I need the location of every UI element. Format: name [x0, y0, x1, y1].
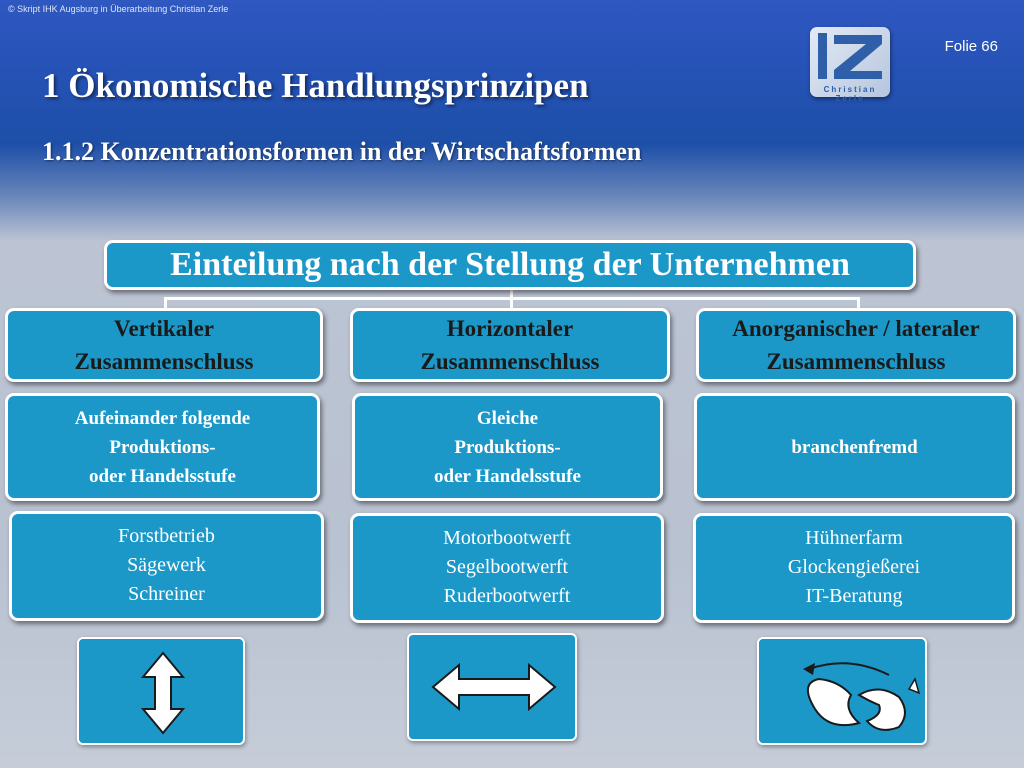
examples-box-lateral: Hühnerfarm Glockengießerei IT-Beratung — [693, 513, 1015, 623]
example-item: Hühnerfarm — [805, 527, 903, 549]
description-line: oder Handelsstufe — [434, 465, 581, 487]
description-box-horizontal: Gleiche Produktions- oder Handelsstufe — [352, 393, 663, 501]
diagram-root-label: Einteilung nach der Stellung der Unterne… — [170, 246, 850, 283]
connector-right — [857, 297, 860, 309]
category-label: Zusammenschluss — [766, 349, 946, 374]
category-label: Vertikaler — [113, 316, 215, 341]
category-box-horizontal: Horizontaler Zusammenschluss — [350, 308, 670, 382]
description-line: oder Handelsstufe — [89, 465, 236, 487]
category-box-lateral: Anorganischer / lateraler Zusammenschlus… — [696, 308, 1016, 382]
example-item: Forstbetrieb — [118, 525, 215, 547]
category-label: Zusammenschluss — [420, 349, 600, 374]
page-subtitle: 1.1.2 Konzentrationsformen in der Wirtsc… — [42, 137, 642, 166]
category-label: Anorganischer / lateraler — [732, 316, 980, 341]
vertical-arrow-icon — [77, 637, 245, 745]
description-box-vertical: Aufeinander folgende Produktions- oder H… — [5, 393, 320, 501]
category-label: Zusammenschluss — [74, 349, 254, 374]
example-item: Sägewerk — [127, 554, 206, 576]
category-box-vertical: Vertikaler Zusammenschluss — [5, 308, 323, 382]
horizontal-arrow-icon — [407, 633, 577, 741]
examples-box-horizontal: Motorbootwerft Segelbootwerft Ruderbootw… — [350, 513, 664, 623]
slide-number: Folie 66 — [944, 38, 998, 55]
example-item: Segelbootwerft — [445, 556, 569, 578]
page-title: 1 Ökonomische Handlungsprinzipen — [42, 66, 589, 105]
logo-text: Christian Zerle — [823, 85, 877, 103]
description-line: Produktions- — [109, 436, 216, 458]
copyright-text: © Skript IHK Augsburg in Überarbeitung C… — [8, 4, 229, 14]
description-box-lateral: branchenfremd — [694, 393, 1015, 501]
example-item: Ruderbootwerft — [443, 585, 571, 607]
curved-arrows-icon — [757, 637, 927, 745]
iz-logo-icon: Christian Zerle — [810, 27, 890, 103]
example-item: Motorbootwerft — [443, 527, 571, 549]
examples-box-vertical: Forstbetrieb Sägewerk Schreiner — [9, 511, 324, 621]
description-line: Aufeinander folgende — [74, 407, 251, 429]
description-line: Produktions- — [454, 436, 561, 458]
example-item: Schreiner — [128, 583, 205, 605]
category-label: Horizontaler — [446, 316, 574, 341]
description-line: Gleiche — [476, 407, 539, 429]
connector-left — [164, 297, 167, 309]
diagram-root-box: Einteilung nach der Stellung der Unterne… — [104, 240, 916, 290]
description-line: branchenfremd — [791, 436, 918, 458]
example-item: IT-Beratung — [805, 585, 903, 607]
connector-middle — [510, 284, 513, 309]
example-item: Glockengießerei — [787, 556, 921, 578]
